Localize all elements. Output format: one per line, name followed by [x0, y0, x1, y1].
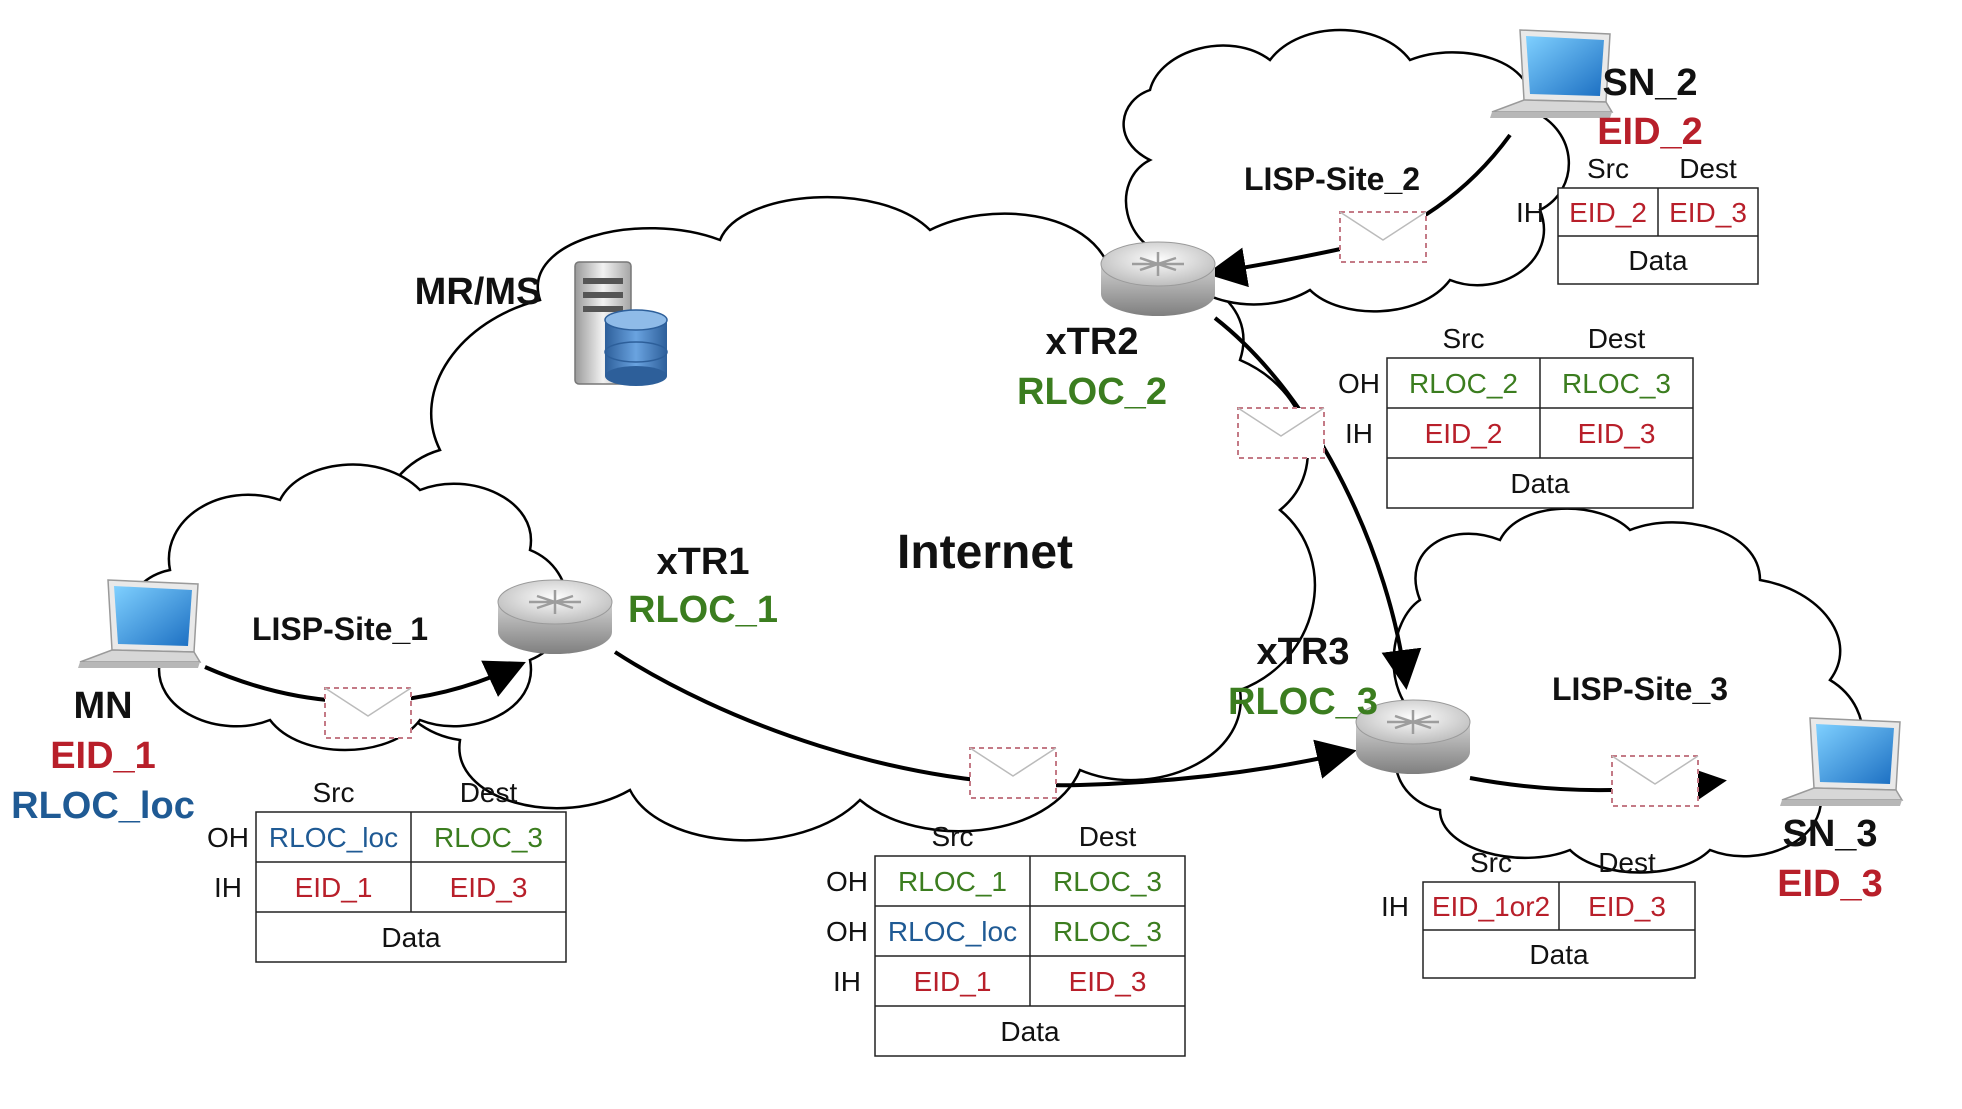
- table-data-cell: Data: [1510, 468, 1570, 499]
- table-src-cell: EID_2: [1425, 418, 1503, 449]
- xtr2-rloc-label: RLOC_2: [1017, 371, 1167, 413]
- table-row-label: IH: [214, 872, 242, 903]
- envelope-icon: [324, 687, 412, 739]
- table-dest-cell: EID_3: [450, 872, 528, 903]
- server-database-icon: [574, 261, 668, 386]
- mn-eid-label: EID_1: [50, 735, 156, 777]
- table-row-label: OH: [1338, 368, 1380, 399]
- table-row-label: OH: [826, 916, 868, 947]
- xtr2-label: xTR2: [1046, 321, 1139, 363]
- sn2-label: SN_2: [1602, 62, 1697, 104]
- table-src-cell: EID_1: [914, 966, 992, 997]
- xtr1-label: xTR1: [657, 541, 750, 583]
- table-src-cell: RLOC_2: [1409, 368, 1518, 399]
- table-row-label: IH: [1381, 891, 1409, 922]
- arrow-xtr2-to-xtr3: [1213, 316, 1422, 690]
- xtr3-rloc-label: RLOC_3: [1228, 681, 1378, 723]
- table-row-label: IH: [1516, 197, 1544, 228]
- table-row-label: IH: [833, 966, 861, 997]
- table-dest-header: Dest: [1079, 821, 1137, 852]
- table-dest-cell: EID_3: [1578, 418, 1656, 449]
- envelope-icon: [1237, 407, 1325, 459]
- envelope-icon: [1611, 755, 1699, 807]
- laptop-icon-mn: [78, 579, 202, 668]
- table-src-header: Src: [1470, 847, 1512, 878]
- site2-cloud: [1122, 28, 1571, 313]
- table-src-header: Src: [1443, 323, 1485, 354]
- table-dest-cell: RLOC_3: [1053, 916, 1162, 947]
- table-data-cell: Data: [1000, 1016, 1060, 1047]
- table-data-cell: Data: [1628, 245, 1688, 276]
- router-icon-xtr3: [1355, 699, 1471, 774]
- table-dest-cell: RLOC_3: [1562, 368, 1671, 399]
- table-src-header: Src: [313, 777, 355, 808]
- sn3-eid-label: EID_3: [1777, 863, 1883, 905]
- table-dest-cell: EID_3: [1669, 197, 1747, 228]
- mn-rloc-label: RLOC_loc: [11, 785, 195, 827]
- sn3-label: SN_3: [1782, 813, 1877, 855]
- site1-label: LISP-Site_1: [252, 611, 428, 647]
- table-dest-cell: EID_3: [1069, 966, 1147, 997]
- table-row-label: IH: [1345, 418, 1373, 449]
- mn-label: MN: [73, 685, 132, 727]
- sn2-eid-label: EID_2: [1597, 111, 1703, 153]
- table-data-cell: Data: [381, 922, 441, 953]
- xtr3-label: xTR3: [1257, 631, 1350, 673]
- table-dest-header: Dest: [460, 777, 518, 808]
- envelope-icon: [969, 747, 1057, 799]
- table-src-header: Src: [1587, 153, 1629, 184]
- table-row-label: OH: [207, 822, 249, 853]
- table-src-cell: RLOC_loc: [888, 916, 1017, 947]
- table-src-cell: EID_1: [295, 872, 373, 903]
- laptop-icon-sn3: [1780, 717, 1904, 806]
- envelope-icon: [1339, 211, 1427, 263]
- internet-label: Internet: [897, 526, 1073, 579]
- table-row-label: OH: [826, 866, 868, 897]
- site3-label: LISP-Site_3: [1552, 671, 1728, 707]
- site2-label: LISP-Site_2: [1244, 161, 1420, 197]
- mrms-label: MR/MS: [415, 271, 542, 313]
- table-src-header: Src: [932, 821, 974, 852]
- table-src-cell: RLOC_loc: [269, 822, 398, 853]
- table-dest-cell: RLOC_3: [1053, 866, 1162, 897]
- table-data-cell: Data: [1529, 939, 1589, 970]
- router-icon-xtr2: [1100, 241, 1216, 316]
- table-dest-cell: EID_3: [1588, 891, 1666, 922]
- table-src-cell: EID_2: [1569, 197, 1647, 228]
- table-dest-cell: RLOC_3: [434, 822, 543, 853]
- table-dest-header: Dest: [1598, 847, 1656, 878]
- router-icon-xtr1: [497, 579, 613, 654]
- table-src-cell: EID_1or2: [1432, 891, 1550, 922]
- laptop-icon-sn2: [1490, 29, 1614, 118]
- xtr1-rloc-label: RLOC_1: [628, 589, 778, 631]
- table-dest-header: Dest: [1679, 153, 1737, 184]
- table-src-cell: RLOC_1: [898, 866, 1007, 897]
- table-dest-header: Dest: [1588, 323, 1646, 354]
